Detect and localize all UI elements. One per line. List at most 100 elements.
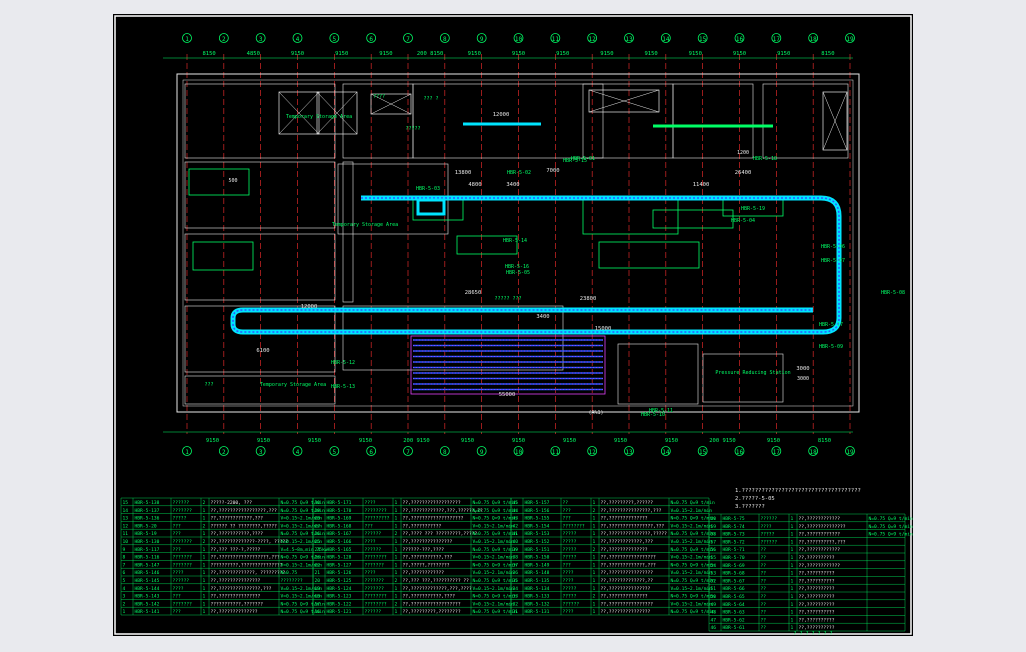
axis-bubble-top (587, 33, 598, 43)
axis-bubble-top (292, 33, 303, 43)
table-cell: V=0.15~2.1m/min (671, 523, 713, 529)
axis-number-top: 8 (443, 36, 447, 43)
table-cell: 1 (203, 547, 206, 553)
dim-top: 9150 (556, 51, 569, 57)
axis-bubble-bottom (292, 446, 303, 456)
table-cell: ????? (173, 516, 187, 522)
table-cell: 20 (315, 578, 321, 584)
axis-number-top: 17 (773, 36, 781, 43)
table-cell: ????? (563, 586, 577, 592)
table-cell: ???????????,??????? (211, 601, 264, 607)
dim-bottom: 200 9150 (709, 438, 736, 444)
table-cell: N=0.75 Q=9 t/min (473, 508, 517, 514)
table-cell: ?? (761, 555, 767, 561)
table-cell: V=0.15~2.1m/min (281, 586, 323, 592)
table-cell: 1 (203, 516, 206, 522)
table-cell: HBR-5-69 (723, 563, 745, 569)
table-cell: 1 (593, 555, 596, 561)
table-cell: ??,?????????? (799, 625, 835, 631)
table-cell: HBR-5-156 (525, 508, 550, 514)
room-block (342, 161, 354, 303)
table-cell: N=0.75 Q=9 t/min (671, 594, 715, 600)
table-cell: 30 (315, 500, 321, 506)
axis-bubble-bottom (255, 446, 266, 456)
table-cell: ??,?????????? (799, 578, 835, 584)
table-cell: 1 (203, 562, 206, 568)
table-cell: 13 (123, 516, 129, 522)
plan-note: 1200 (737, 150, 749, 156)
table-cell: 1 (593, 562, 596, 568)
table-cell: ????? (563, 547, 577, 553)
dimension-text: 3400 (536, 314, 549, 320)
machine-block (188, 168, 250, 196)
plan-note: 3000 (797, 376, 809, 382)
axis-number-bottom: 14 (662, 449, 670, 456)
table-cell: 24 (315, 547, 321, 553)
table-cell: ??,?????????? (799, 571, 835, 577)
table-cell: N=0.75 Q=9 t/min (473, 500, 517, 506)
table-cell: ????????? (365, 516, 390, 522)
table-cell: ??,??????????????? (601, 609, 651, 615)
table-cell: N=0.75 Q=9 t/min (671, 531, 715, 537)
dimension-text: 4800 (468, 182, 481, 188)
table-cell: 60 (711, 516, 717, 522)
table-cell: HBR-5-148 (525, 570, 550, 576)
table-cell: ???????? (365, 601, 387, 607)
table-cell: 10 (123, 539, 129, 545)
table-cell: 5 (123, 578, 126, 584)
title-note: 2.?????-5-05 (735, 496, 775, 502)
dim-bottom: 9150 (359, 438, 372, 444)
table-cell: N=0.75 Q=9 t/min (473, 578, 517, 584)
table-cell: ??,???????????? (799, 563, 841, 569)
room-label: Temporary Storage Area (286, 114, 352, 120)
axis-bubble-bottom (660, 446, 671, 456)
table-cell: HBR-5-70 (723, 555, 745, 561)
table-cell: HBR-5-136 (135, 516, 160, 522)
machine-block (652, 209, 734, 229)
plan-layer: 1122334455667788991010111112121313141415… (114, 15, 913, 636)
dim-top: 9150 (689, 51, 702, 57)
outer-wall (176, 73, 860, 413)
axis-number-bottom: 15 (699, 449, 707, 456)
table-cell: ??,???????????? (799, 532, 841, 538)
table-cell: ??,?????????????? (601, 594, 648, 600)
dim-top: 9150 (335, 51, 348, 57)
table-cell: 42 (513, 523, 519, 529)
table-cell: ??,????????????????? (601, 555, 657, 561)
room-label: ??? ? (423, 96, 438, 102)
table-cell: 21 (315, 570, 321, 576)
table-cell: V=0.15~2.1m/min (473, 570, 515, 576)
axis-number-bottom: 12 (589, 449, 597, 456)
table-cell: 1 (791, 586, 794, 592)
axis-bubble-bottom (439, 446, 450, 456)
table-cell: ??,?????????????? (601, 547, 648, 553)
dim-top: 8150 (202, 51, 215, 57)
table-cell: ?? (761, 547, 767, 553)
table-cell: V=0.15~2.1m/min (281, 516, 323, 522)
table-cell: ??,?????????????? (799, 524, 846, 530)
table-cell: 27 (315, 523, 321, 529)
table-cell: ?? (761, 625, 767, 631)
room-label: ???? (373, 94, 385, 100)
plan-note: (A%1) (588, 410, 603, 416)
equipment-tag: HBR-5-18 (753, 156, 777, 162)
table-cell: 1 (123, 609, 126, 615)
table-cell: ??????-???,???? (403, 547, 445, 553)
table-cell: HBR-5-149 (525, 562, 550, 568)
table-cell: 1 (395, 508, 398, 514)
axis-bubble-bottom (624, 446, 634, 456)
table-cell: ??,??? ???-?,????? (211, 547, 261, 553)
equipment-footprint (278, 91, 320, 135)
table-cell: HBR-5-126 (327, 570, 352, 576)
table-cell: ?? (761, 602, 767, 608)
dim-bottom: 9150 (461, 438, 474, 444)
axis-bubble-bottom (808, 446, 819, 456)
table-cell: ??????? (173, 508, 193, 514)
machine-block (582, 199, 679, 235)
axis-bubble-top (734, 33, 745, 43)
table-cell: 51 (711, 586, 717, 592)
